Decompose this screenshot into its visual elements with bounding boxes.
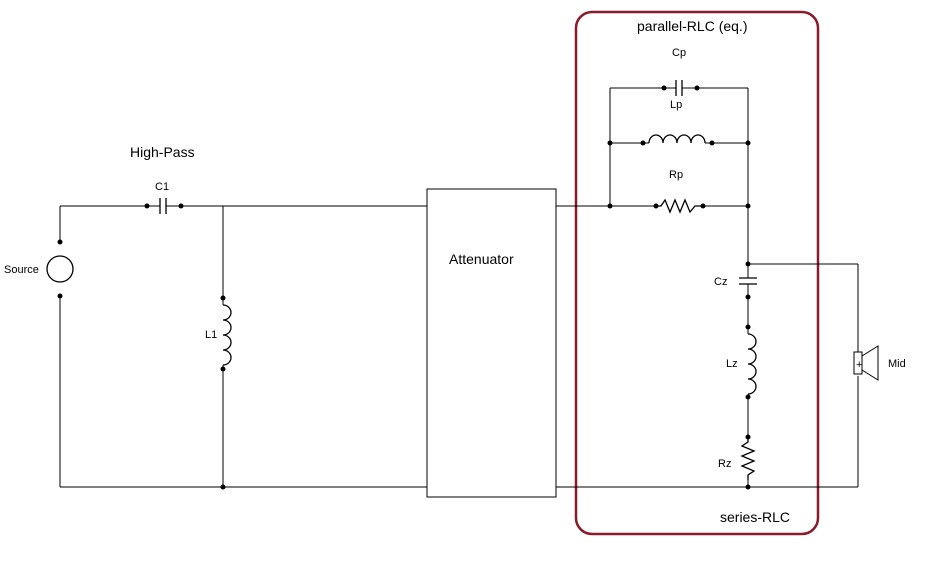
capacitor-cp	[610, 80, 748, 96]
capacitor-c1	[144, 198, 184, 214]
parallel-rlc-label: parallel-RLC (eq.)	[637, 18, 747, 34]
c1-label: C1	[155, 181, 169, 193]
high-pass-label: High-Pass	[130, 144, 195, 160]
mid-plus-label: +	[856, 359, 862, 371]
attenuator-block	[426, 188, 557, 498]
cp-label: Cp	[672, 47, 686, 59]
cz-label: Cz	[714, 276, 727, 288]
source-label: Source	[4, 264, 39, 276]
inductor-lp	[610, 134, 748, 146]
attenuator-label: Attenuator	[449, 251, 514, 267]
speaker-icon	[853, 345, 879, 381]
series-rlc-label: series-RLC	[720, 509, 790, 525]
rlc-network-box	[574, 10, 820, 536]
source-symbol	[46, 206, 74, 487]
resistor-rz	[740, 434, 756, 487]
lp-label: Lp	[670, 99, 682, 111]
inductor-lz	[745, 324, 757, 400]
l1-label: L1	[205, 329, 217, 341]
resistor-rp	[610, 198, 748, 214]
inductor-l1	[220, 295, 232, 372]
rz-label: Rz	[718, 458, 731, 470]
capacitor-cz	[739, 264, 757, 300]
mid-label: Mid	[888, 358, 906, 370]
rp-label: Rp	[669, 169, 683, 181]
lz-label: Lz	[726, 358, 738, 370]
